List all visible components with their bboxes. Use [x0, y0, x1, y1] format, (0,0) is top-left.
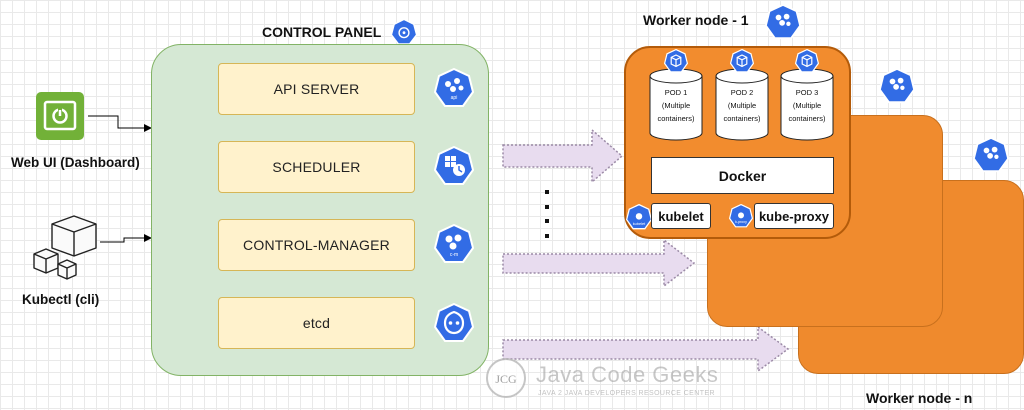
scheduler-icon	[433, 145, 475, 186]
control-panel-k8s-icon	[390, 18, 418, 51]
pod-2-icon	[729, 48, 755, 78]
docker-box: Docker	[651, 157, 834, 194]
pod-2-desc: (Multiple containers)	[723, 101, 761, 123]
kubectl-connector	[100, 234, 152, 243]
kube-proxy-k8s-icon: k-proxy	[728, 203, 754, 233]
controller-manager-icon: c-m	[433, 223, 475, 264]
control-panel-title: CONTROL PANEL	[262, 24, 382, 40]
pod-3-cylinder	[780, 68, 834, 141]
big-arrow-1	[502, 128, 624, 184]
worker-node-2-k8s-icon	[878, 67, 916, 109]
kubectl-label: Kubectl (cli)	[22, 292, 100, 307]
kubectl-cubes-icon	[30, 214, 102, 287]
big-arrow-3	[502, 325, 790, 373]
kubelet-box: kubelet	[651, 203, 711, 229]
jcg-watermark-logo: JCG	[484, 356, 528, 405]
kube-proxy-box: kube-proxy	[754, 203, 834, 229]
svg-text:c-m: c-m	[450, 252, 458, 258]
web-ui-connector	[88, 115, 152, 132]
pod-1-desc: (Multiple containers)	[657, 101, 695, 123]
pod-1-label: POD 1 (Multiple containers)	[650, 86, 702, 125]
pod-1-icon	[663, 48, 689, 78]
api-server-box: API SERVER	[218, 63, 415, 115]
web-ui-icon	[36, 92, 84, 140]
jcg-logo-text: JCG	[495, 372, 517, 386]
pod-3-icon	[794, 48, 820, 78]
worker-node-n-k8s-icon	[972, 136, 1010, 178]
pod-3-desc: (Multiple containers)	[788, 101, 826, 123]
svg-text:kubelet: kubelet	[633, 221, 646, 226]
worker-node-1-title: Worker node - 1	[643, 12, 749, 28]
pod-3-name: POD 3	[795, 88, 819, 97]
api-icon: api	[433, 67, 475, 108]
worker-node-n-title: Worker node - n	[866, 390, 973, 406]
big-arrow-2	[502, 238, 696, 288]
ellipsis-dots	[545, 190, 549, 238]
pod-2-cylinder	[715, 68, 769, 141]
worker-node-1-k8s-icon	[764, 3, 802, 45]
etcd-icon	[433, 302, 475, 343]
web-ui-label: Web UI (Dashboard)	[11, 155, 140, 170]
watermark-subtitle: JAVA 2 JAVA DEVELOPERS RESOURCE CENTER	[538, 390, 715, 397]
pod-1-cylinder	[649, 68, 703, 141]
pod-2-label: POD 2 (Multiple containers)	[716, 86, 768, 125]
control-manager-box: CONTROL-MANAGER	[218, 219, 415, 271]
etcd-box: etcd	[218, 297, 415, 349]
watermark-text: Java Code Geeks	[536, 362, 719, 387]
pod-3-label: POD 3 (Multiple containers)	[781, 86, 833, 125]
svg-text:api: api	[451, 95, 458, 101]
scheduler-box: SCHEDULER	[218, 141, 415, 193]
pod-2-name: POD 2	[730, 88, 754, 97]
svg-text:k-proxy: k-proxy	[735, 220, 747, 224]
pod-1-name: POD 1	[664, 88, 688, 97]
kubelet-k8s-icon: kubelet	[625, 203, 653, 235]
